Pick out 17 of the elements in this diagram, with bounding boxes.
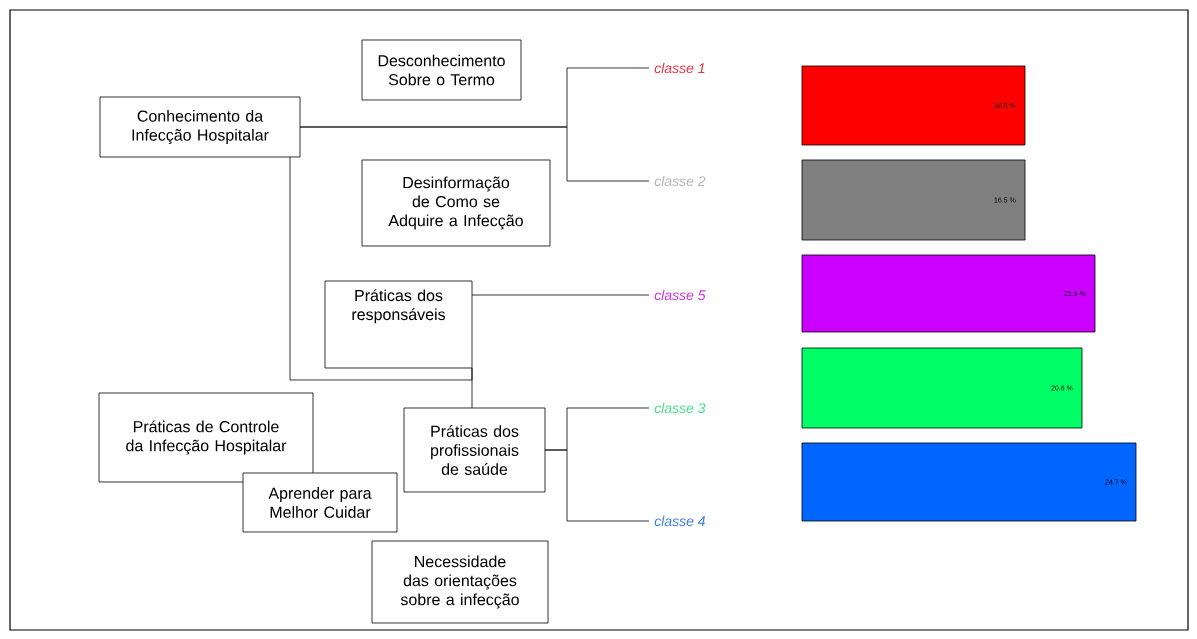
category-box: Práticas dos responsáveis [324,280,473,369]
class-label: classe 4 [654,515,705,527]
connector-line [471,367,473,409]
category-box: Práticas dos profissionais de saúde [403,407,546,493]
connector-line [471,294,650,296]
category-box: Aprender para Melhor Cuidar [242,472,398,533]
class-label: classe 3 [654,402,706,414]
category-box: Conhecimento da Infecção Hospitalar [99,96,301,158]
category-box: Necessidade das orientações sobre a infecção [371,540,549,624]
category-box: Desconhecimento Sobre o Termo [361,39,522,101]
class-label: classe 5 [654,289,706,301]
connector-line [544,449,650,522]
connector-line [289,156,473,381]
category-box: Desinformação de Como se Adquire a Infecção [361,159,551,247]
connector-line [299,126,650,182]
class-label: classe 2 [654,175,706,187]
class-label: classe 1 [654,62,705,74]
